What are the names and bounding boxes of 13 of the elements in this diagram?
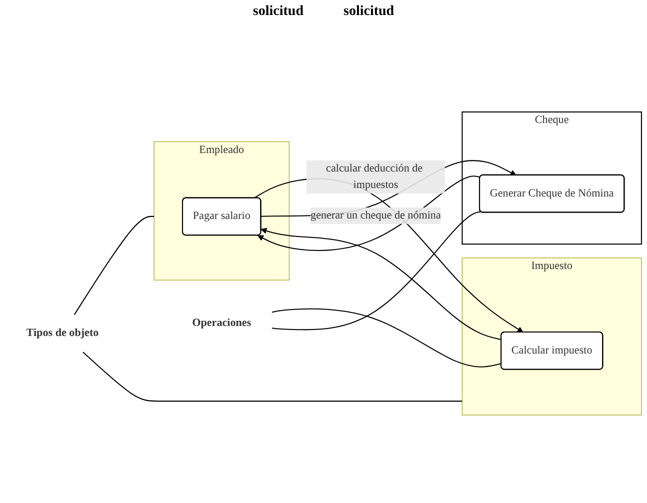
edge-label: calcular deducción de impuestos [326,162,423,191]
note-text: solicitud [344,4,394,20]
edge-label: generar un cheque de nómina [310,210,441,222]
node-text: Operaciones [192,316,252,329]
arrow [257,176,480,252]
connector [74,216,154,315]
arrow [254,178,524,333]
node-text: Tipos de objeto [26,327,99,339]
connector [272,211,481,330]
note-text: solicitud [252,4,304,20]
arrow [260,228,502,340]
connector [272,308,502,368]
connector [82,352,462,402]
